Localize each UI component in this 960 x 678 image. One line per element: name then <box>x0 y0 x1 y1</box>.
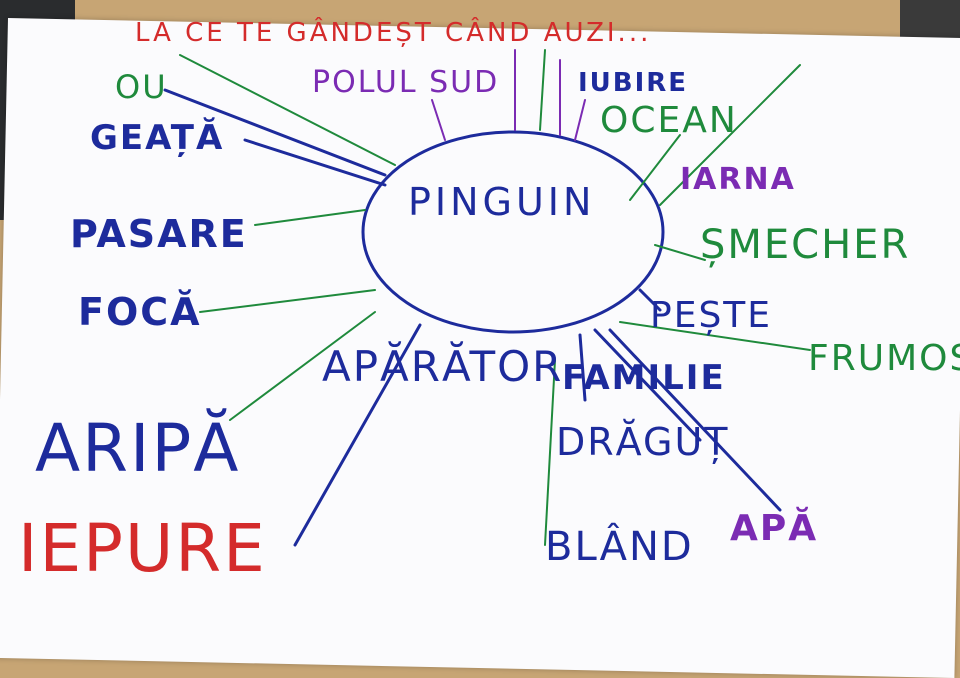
link-line-iarna <box>659 64 801 206</box>
word-geata: GEAȚĂ <box>90 118 225 158</box>
link-line-ou <box>163 88 387 177</box>
link-line-foca <box>199 289 376 313</box>
word-bland: BLÂND <box>545 524 694 570</box>
link-line-dragut <box>593 328 702 442</box>
word-peste: PEȘTE <box>650 295 773 336</box>
mind-map-links <box>163 49 811 547</box>
center-ellipse <box>361 130 665 334</box>
word-aripa: ARIPĂ <box>35 410 241 487</box>
word-foca: FOCĂ <box>78 290 202 334</box>
link-line-iubire <box>539 49 546 131</box>
word-dragut: DRĂGUȚ <box>556 420 730 464</box>
word-polul-sud: POLUL SUD <box>312 65 500 100</box>
link-line-apa <box>608 328 782 512</box>
title: LA CE TE GÂNDEȘT CÂND AUZI... <box>135 18 652 48</box>
word-ou: OU <box>115 68 168 106</box>
center-word: PINGUIN <box>408 180 596 224</box>
link-line-aripa <box>229 311 376 421</box>
link-line-geata <box>243 138 387 187</box>
link-line-familie <box>578 333 587 402</box>
link-line-pasare <box>254 209 366 226</box>
word-aparator: APĂRĂTOR <box>322 342 564 391</box>
link-line-iepure <box>293 323 422 547</box>
word-familie: FAMILIE <box>562 358 726 398</box>
link-line-iarna <box>629 134 681 201</box>
link-line-ocean <box>574 99 586 141</box>
link-line-bland <box>544 359 556 546</box>
word-ocean: OCEAN <box>600 100 738 141</box>
link-line-peste <box>638 288 662 312</box>
word-iarna: IARNA <box>680 162 796 197</box>
word-smecher: ȘMECHER <box>700 222 911 268</box>
word-apa: APĂ <box>730 508 819 549</box>
link-line-frumos <box>619 321 811 351</box>
link-line-ou <box>179 54 396 166</box>
link-line-smecher <box>654 244 706 261</box>
word-iepure: IEPURE <box>18 510 267 587</box>
word-iubire: IUBIRE <box>578 68 689 98</box>
word-pasare: PASARE <box>70 212 248 256</box>
word-frumos: FRUMOS <box>808 338 960 379</box>
link-line-polul-sud <box>431 99 446 141</box>
